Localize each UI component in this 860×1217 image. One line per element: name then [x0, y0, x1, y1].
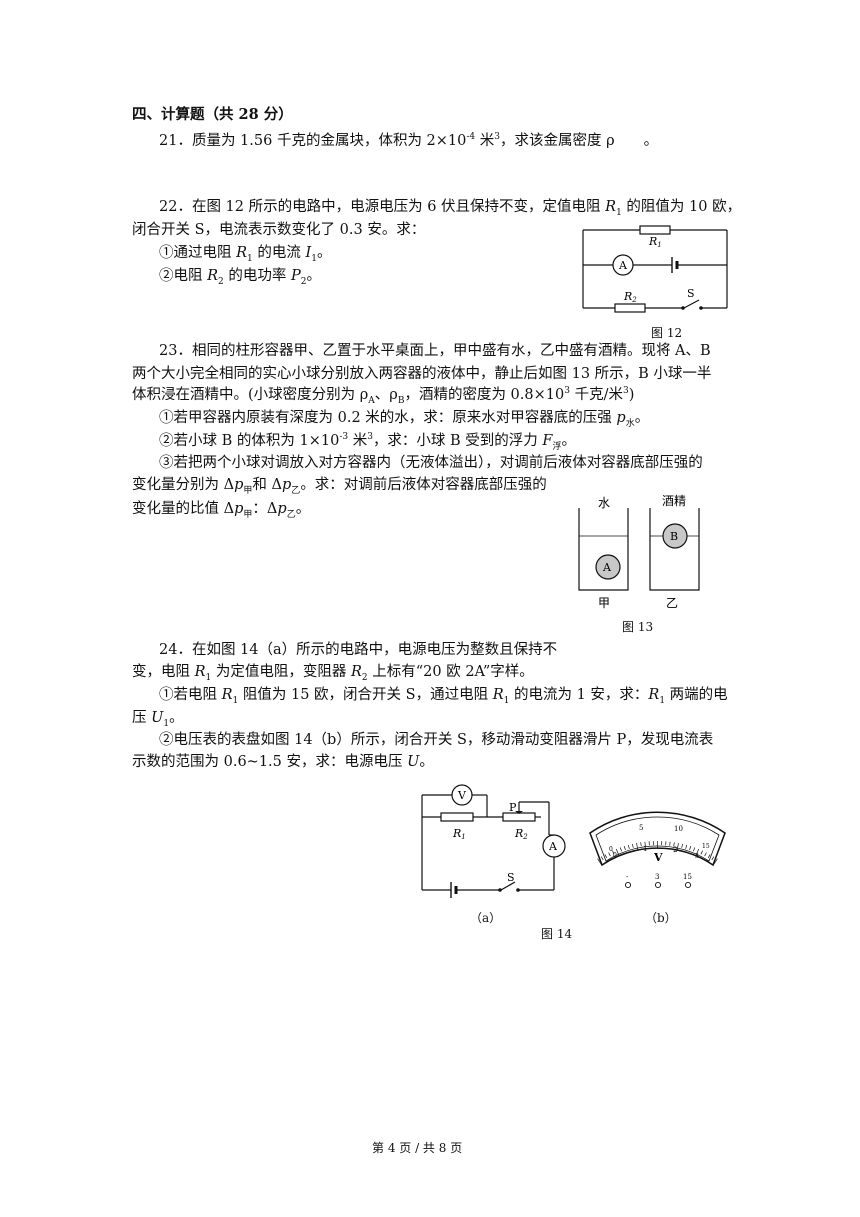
label-alcohol: 酒精 — [662, 494, 686, 508]
dial-tick — [685, 844, 688, 849]
question-24-line-1: 24．在如图 14（a）所示的电路中，电源电压为整数且保持不 — [159, 642, 558, 658]
ammeter-label: A — [548, 840, 558, 853]
dial-tick — [619, 847, 622, 852]
dial-tick — [673, 842, 675, 847]
dial-tick — [676, 842, 679, 851]
slider-label: P — [509, 801, 517, 814]
dial-tick — [600, 856, 604, 861]
dial-tick — [615, 848, 620, 857]
question-23-line-7: 变化量分别为 Δp甲和 Δp乙。求：对调前后液体对容器底部压强的 — [132, 477, 547, 496]
ball-b — [662, 523, 688, 549]
figure-14a-circuit: V A P S R1 R2 — [421, 784, 566, 898]
dial-tick — [711, 856, 715, 861]
figure-13-caption: 图 13 — [622, 620, 654, 634]
svg-text:-: - — [626, 873, 629, 881]
dial-tick — [597, 858, 603, 866]
dial-tick — [695, 848, 700, 857]
svg-text:3: 3 — [655, 873, 659, 881]
question-23-line-1: 23．相同的柱形容器甲、乙置于水平桌面上，甲中盛有水，乙中盛有酒精。现将 A、B — [159, 343, 711, 359]
svg-text:0: 0 — [609, 846, 613, 853]
dial-tick — [612, 850, 615, 855]
fig12-r2-label: R2 — [623, 290, 637, 304]
dial-tick — [707, 854, 711, 859]
question-24-line-4: 压 U1。 — [132, 710, 184, 729]
dial-tick — [604, 854, 608, 859]
figure-14a-sub-caption: （a） — [470, 911, 502, 925]
r1-label: R1 — [452, 827, 466, 841]
figure-12-caption: 图 12 — [651, 326, 683, 340]
question-24-part-1: ①若电阻 R1 阻值为 15 欧，闭合开关 S，通过电阻 R1 的电流为 1 安… — [159, 687, 728, 706]
dial-tick — [636, 842, 639, 851]
dial-tick — [640, 842, 642, 847]
question-23-part-1: ①若甲容器内原装有深度为 0.2 米的水，求：原来水对甲容器底的压强 p水。 — [159, 410, 650, 429]
dial-tick — [712, 858, 718, 866]
svg-text:2: 2 — [673, 846, 677, 854]
page-number: 第 4 页 / 共 8 页 — [372, 1141, 463, 1155]
svg-text:A: A — [602, 561, 612, 574]
question-23-part-2: ②若小球 B 的体积为 1×10-3 米3，求：小球 B 受到的浮力 F浮。 — [159, 432, 576, 452]
dial-tick — [608, 852, 611, 857]
dial-tick — [704, 852, 707, 857]
question-24-part-2: ②电压表的表盘如图 14（b）所示，闭合开关 S，移动滑动变阻器滑片 P，发现电… — [159, 732, 714, 748]
figure-13-containers: A B 水 酒精 甲 乙 — [578, 494, 700, 610]
question-24-line-2: 变，电阻 R1 为定值电阻，变阻器 R2 上标有“20 欧 2A”字样。 — [132, 664, 534, 683]
section-title: 四、计算题（共 28 分） — [132, 106, 293, 123]
figure-14-caption: 图 14 — [541, 927, 573, 941]
label-yi: 乙 — [666, 596, 678, 610]
question-22-part-2: ②电阻 R2 的电功率 P2。 — [159, 268, 321, 287]
dial-tick — [681, 843, 683, 848]
svg-text:V: V — [653, 851, 663, 864]
question-23-part-3: ③若把两个小球对调放入对方容器内（无液体溢出），对调前后液体对容器底部压强的 — [159, 455, 703, 471]
figure-12-circuit: R1 A R2 S — [582, 225, 728, 313]
fig12-r1-label: R1 — [648, 235, 662, 249]
figure-14b-dial: 0 5 10 15 0 1 2 3 V - 3 15 — [589, 811, 726, 889]
dial-tick — [632, 843, 634, 848]
figure-14b-sub-caption: （b） — [645, 911, 677, 925]
dial-tick — [627, 844, 630, 849]
r2-label: R2 — [514, 827, 528, 841]
svg-text:15: 15 — [702, 843, 710, 850]
question-21: 21．质量为 1.56 千克的金属块，体积为 2×10-4 米3，求该金属密度 … — [159, 132, 659, 149]
question-22-line-2: 闭合开关 S，电流表示数变化了 0.3 安。求： — [132, 222, 426, 238]
dial-tick — [689, 846, 692, 851]
svg-text:0: 0 — [613, 852, 617, 859]
switch-label: S — [507, 871, 515, 884]
svg-text:1: 1 — [643, 845, 647, 853]
question-23-line-3: 体积浸在酒精中。(小球密度分别为 ρA、ρB，酒精的密度为 0.8×103 千克… — [132, 386, 635, 406]
question-24-line-6: 示数的范围为 0.6~1.5 安，求：电源电压 U。 — [132, 754, 434, 770]
label-water: 水 — [598, 496, 610, 510]
label-jia: 甲 — [598, 596, 610, 610]
svg-text:B: B — [670, 530, 678, 543]
svg-text:10: 10 — [674, 825, 683, 833]
fig12-switch-label: S — [687, 287, 695, 300]
fig12-ammeter-label: A — [618, 259, 628, 272]
dial-tick — [623, 846, 626, 851]
ball-a — [595, 554, 621, 580]
svg-text:3: 3 — [695, 853, 699, 860]
svg-text:15: 15 — [683, 873, 692, 881]
question-23-line-2: 两个大小完全相同的实心小球分别放入两容器的液体中，静止后如图 13 所示，B 小… — [132, 366, 712, 382]
dial-tick — [700, 850, 703, 855]
question-22-part-1: ①通过电阻 R1 的电流 I1。 — [159, 245, 332, 264]
dial-tick — [693, 847, 696, 852]
svg-text:5: 5 — [639, 824, 643, 832]
voltmeter-label: V — [457, 789, 467, 802]
question-22-line-1: 22．在图 12 所示的电路中，电源电压为 6 伏且保持不变，定值电阻 R1 的… — [159, 199, 742, 218]
question-23-line-8: 变化量的比值 Δp甲：Δp乙。 — [132, 501, 311, 520]
